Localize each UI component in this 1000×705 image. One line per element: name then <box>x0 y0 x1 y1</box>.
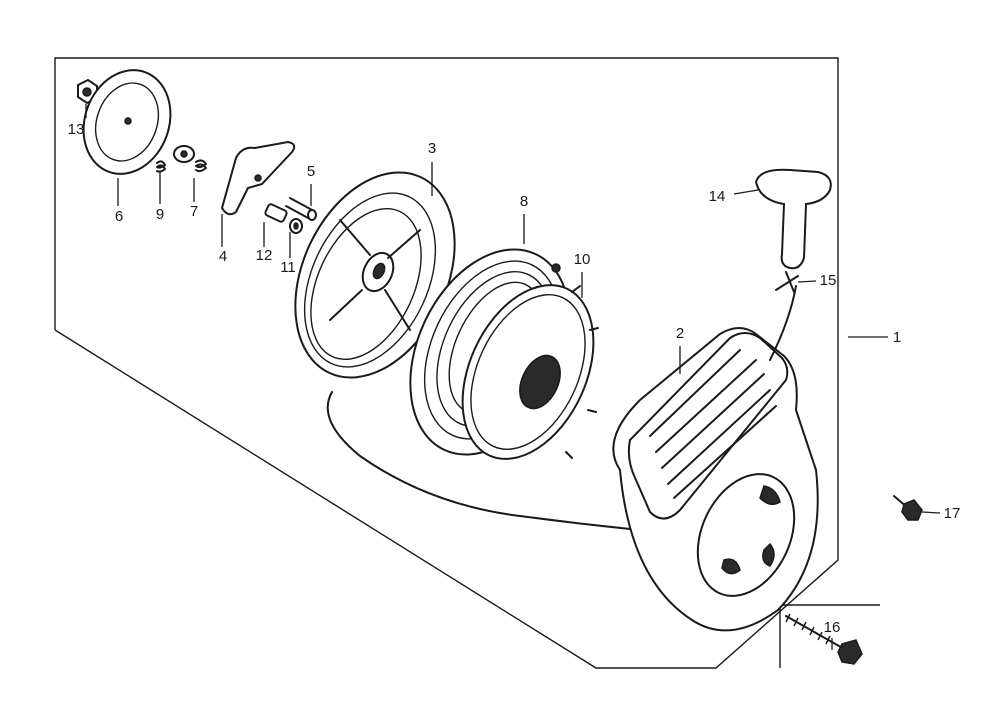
part-pin <box>285 197 317 221</box>
callout-11: 11 <box>280 259 296 276</box>
callout-12: 12 <box>256 247 273 264</box>
callout-7: 7 <box>190 203 198 220</box>
callout-14: 14 <box>709 188 726 205</box>
part-pawl <box>220 140 296 216</box>
callout-13: 13 <box>68 121 85 138</box>
part-starter-case <box>612 327 819 632</box>
leader-lines <box>85 104 941 650</box>
callout-16: 16 <box>824 619 841 636</box>
part-flange-bolt <box>893 495 923 521</box>
callout-9: 9 <box>156 206 164 223</box>
callout-5: 5 <box>307 163 315 180</box>
part-starter-grip <box>754 168 832 270</box>
part-ratchet <box>173 145 207 173</box>
part-washer <box>289 218 303 234</box>
callout-10: 10 <box>574 251 591 268</box>
callout-2: 2 <box>676 325 684 342</box>
part-rope-guide <box>769 271 799 361</box>
callout-8: 8 <box>520 193 528 210</box>
assembly-boundary <box>54 57 839 669</box>
part-reel <box>294 171 456 379</box>
starter-rope <box>326 391 641 531</box>
callout-15: 15 <box>820 272 837 289</box>
part-collar <box>264 203 288 223</box>
callout-17: 17 <box>944 505 961 522</box>
callout-1: 1 <box>893 329 901 346</box>
callout-3: 3 <box>428 140 436 157</box>
part-friction-plate <box>82 69 172 175</box>
part-long-bolt <box>785 613 863 665</box>
part-spring-case <box>461 284 599 460</box>
callout-4: 4 <box>219 248 227 265</box>
part-spring-small <box>156 160 166 173</box>
callout-6: 6 <box>115 208 123 225</box>
